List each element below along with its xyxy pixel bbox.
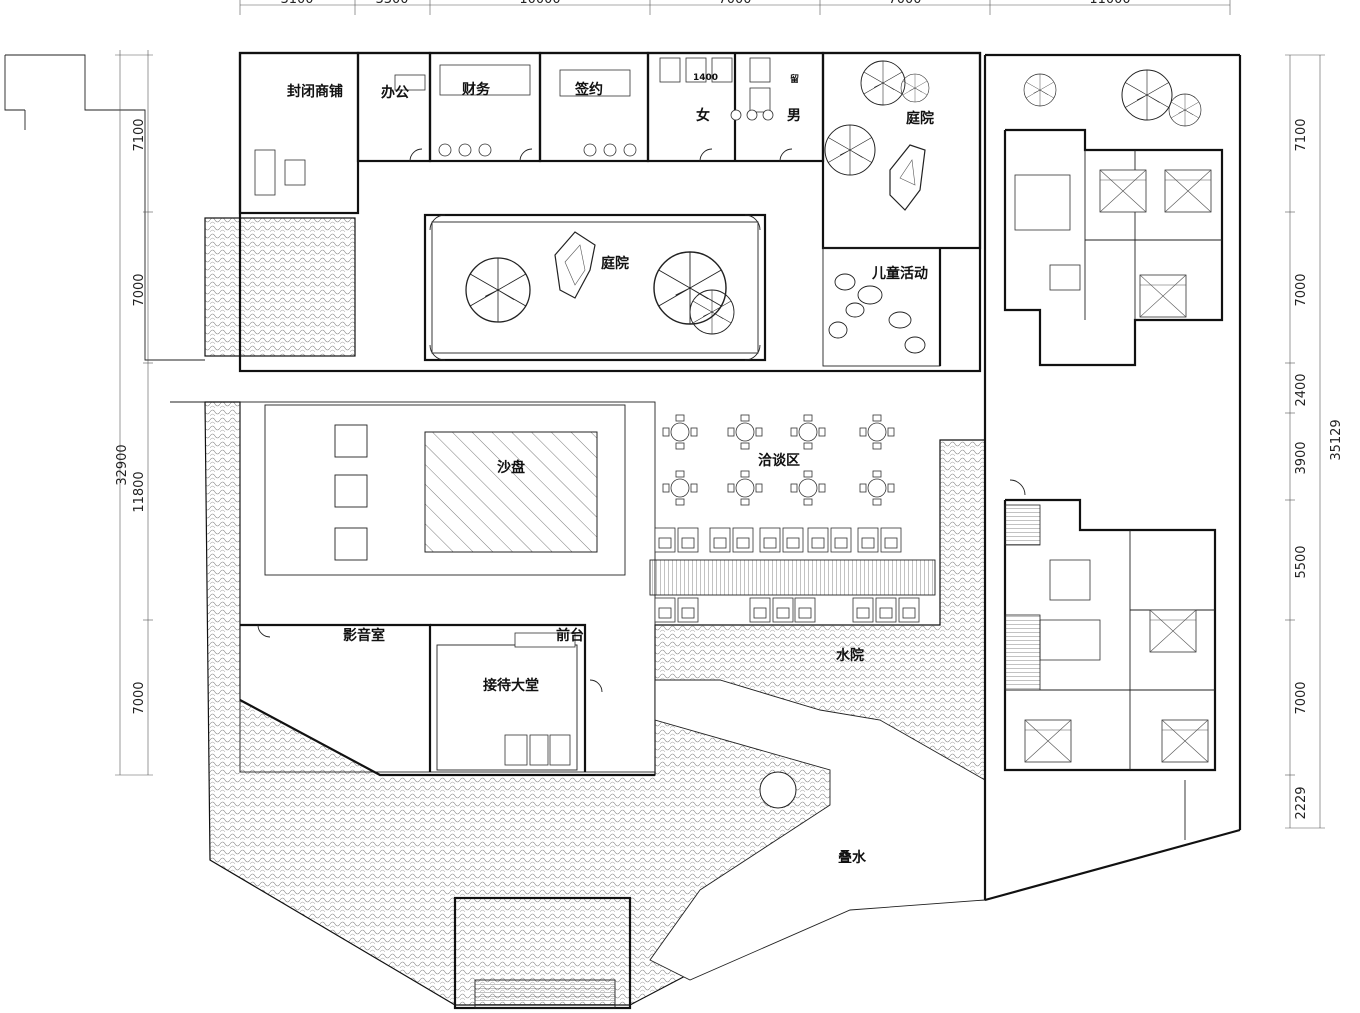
label-men: 男 bbox=[787, 108, 801, 124]
dim-left-seg-4: 7000 bbox=[132, 681, 147, 714]
children-play-elements bbox=[828, 273, 926, 354]
label-front-desk: 前台 bbox=[556, 627, 584, 644]
dim-left-total: 32900 bbox=[115, 444, 130, 485]
dim-left-seg-3: 11800 bbox=[132, 471, 147, 512]
room-labels: 封闭商铺 办公 财务 签约 女 男 庭院 庭院 儿童活动 沙盘 洽谈区 影音室 … bbox=[287, 73, 934, 866]
dim-top-seg-1: 3100 bbox=[280, 0, 313, 7]
label-finance: 财务 bbox=[461, 81, 491, 98]
label-reception-hall: 接待大堂 bbox=[483, 677, 539, 694]
sand-table-area bbox=[264, 404, 626, 576]
water-feature bbox=[759, 771, 797, 809]
dim-right-seg-7: 2229 bbox=[1294, 786, 1309, 819]
dimension-labels: 32900 7100 7000 11800 7000 35129 7100 70… bbox=[115, 0, 1344, 820]
label-courtyard-center: 庭院 bbox=[601, 255, 629, 272]
residential-units bbox=[1003, 128, 1224, 772]
label-negotiation-area: 洽谈区 bbox=[758, 452, 800, 469]
booth-seating bbox=[649, 527, 936, 623]
dim-right-seg-4: 3900 bbox=[1294, 441, 1309, 474]
dim-right-seg-3: 2400 bbox=[1294, 373, 1309, 406]
door-swing-icon bbox=[257, 148, 1026, 693]
dim-right-seg-5: 5500 bbox=[1294, 545, 1309, 578]
dim-left-seg-1: 7100 bbox=[132, 118, 147, 151]
label-children-activity: 儿童活动 bbox=[871, 265, 928, 282]
dim-right-total: 35129 bbox=[1329, 419, 1344, 460]
dim-right-seg-2: 7000 bbox=[1294, 273, 1309, 306]
dim-top-seg-6: 11000 bbox=[1089, 0, 1130, 7]
label-office: 办公 bbox=[381, 84, 409, 101]
top-rooms bbox=[238, 51, 982, 367]
entrance-steps bbox=[474, 979, 616, 1009]
label-sand-table: 沙盘 bbox=[497, 459, 525, 476]
label-corridor-mark: 留 bbox=[790, 73, 799, 85]
dim-right-seg-6: 7000 bbox=[1294, 681, 1309, 714]
dim-left-seg-2: 7000 bbox=[132, 273, 147, 306]
label-signing: 签约 bbox=[574, 81, 603, 98]
dim-top-seg-2: 3300 bbox=[375, 0, 408, 7]
dim-top-seg-5: 7000 bbox=[888, 0, 921, 7]
label-water-court: 水院 bbox=[836, 647, 864, 664]
label-stall-width: 1400 bbox=[693, 73, 718, 83]
dim-top-seg-3: 10000 bbox=[519, 0, 560, 7]
label-closed-shop: 封闭商铺 bbox=[287, 83, 343, 100]
label-women: 女 bbox=[696, 107, 710, 124]
label-av-room: 影音室 bbox=[343, 627, 385, 644]
dimension-lines bbox=[115, 0, 1325, 829]
label-cascade-water: 叠水 bbox=[838, 849, 867, 866]
dim-right-seg-1: 7100 bbox=[1294, 118, 1309, 151]
central-courtyard bbox=[423, 213, 767, 362]
rock-sculpture-icon bbox=[554, 144, 926, 299]
dim-top-seg-4: 7000 bbox=[718, 0, 751, 7]
lower-rooms bbox=[239, 623, 655, 777]
label-courtyard-top-right: 庭院 bbox=[906, 110, 934, 127]
